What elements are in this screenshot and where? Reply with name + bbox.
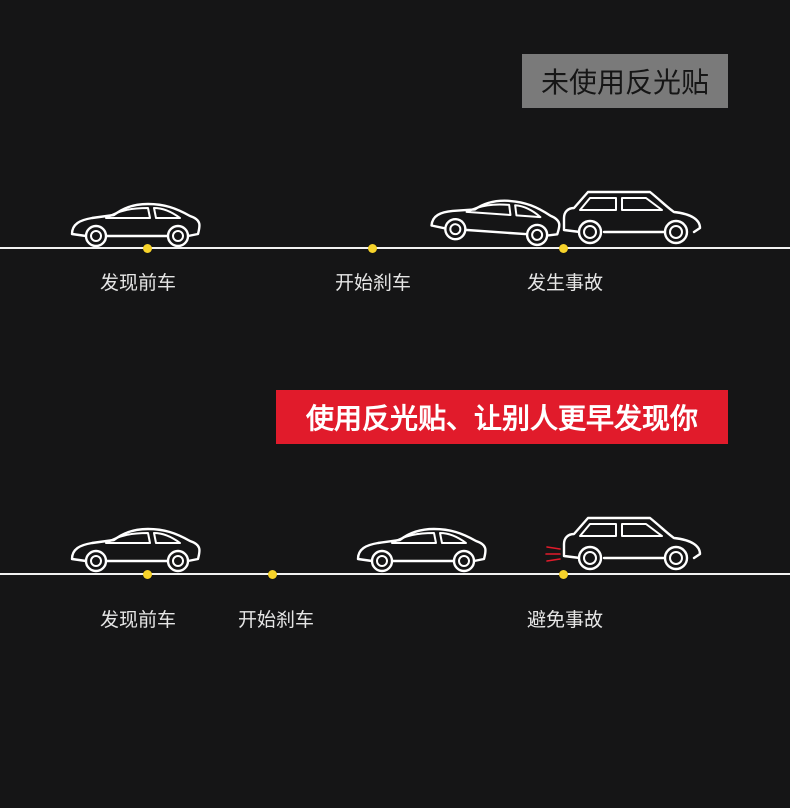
marker-dot — [559, 570, 568, 579]
sedan-icon — [356, 527, 487, 573]
label-discover: 发现前车 — [99, 272, 177, 294]
sedan-icon — [70, 527, 201, 573]
marker-dot — [143, 244, 152, 253]
marker-dot — [143, 570, 152, 579]
hatchback-icon — [562, 190, 702, 245]
badge-no-reflector: 未使用反光贴 — [522, 54, 728, 108]
marker-dot — [268, 570, 277, 579]
hatchback-icon — [562, 516, 702, 571]
sedan-icon — [429, 194, 563, 248]
marker-dot — [559, 244, 568, 253]
brake-light-icon — [545, 546, 561, 562]
label-avoid: 避免事故 — [526, 609, 604, 631]
marker-dot — [368, 244, 377, 253]
sedan-icon — [70, 202, 201, 248]
label-discover: 发现前车 — [99, 609, 177, 631]
badge-with-reflector: 使用反光贴、让别人更早发现你 — [276, 390, 728, 444]
label-brake: 开始刹车 — [334, 272, 412, 294]
label-accident: 发生事故 — [526, 272, 604, 294]
road-line — [0, 573, 790, 575]
road-line — [0, 247, 790, 249]
label-brake: 开始刹车 — [237, 609, 315, 631]
